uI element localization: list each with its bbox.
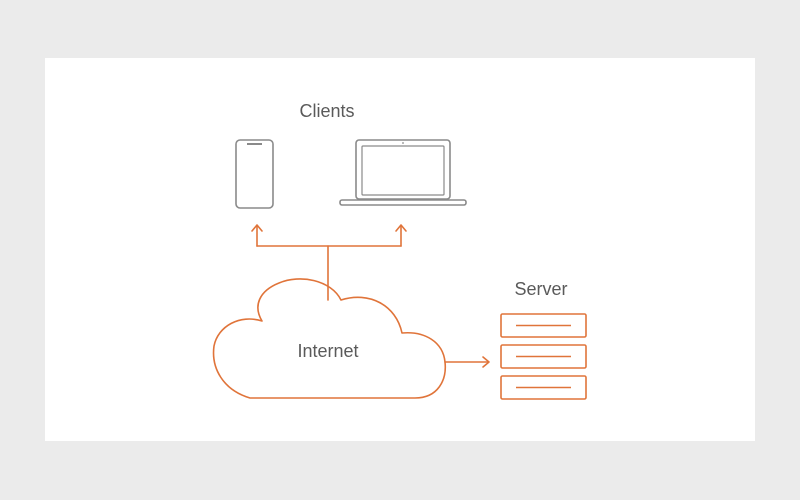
laptop-icon [339,139,467,206]
clients-label: Clients [299,101,354,121]
internet-label: Internet [297,341,358,361]
server-stack-icon [500,313,587,400]
cloud-icon [212,278,447,399]
server-unit-3 [500,375,587,400]
arrowhead-server-icon [482,356,490,368]
server-label: Server [514,279,567,299]
phone-icon [235,139,274,209]
server-unit-2 [500,344,587,369]
arrowhead-phone-icon [251,224,263,232]
diagram-card [45,58,755,441]
server-unit-1 [500,313,587,338]
arrowhead-laptop-icon [395,224,407,232]
client-connectors [251,224,407,301]
internet-to-server-arrow [444,356,490,368]
